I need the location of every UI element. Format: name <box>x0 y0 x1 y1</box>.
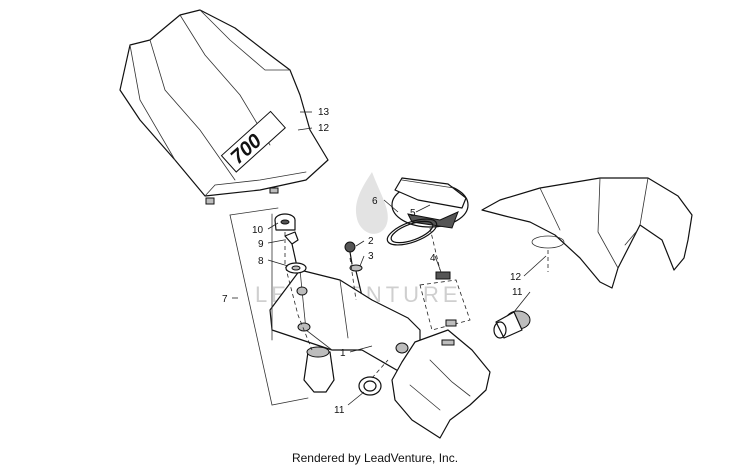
rendered-by-footer: Rendered by LeadVenture, Inc. <box>291 451 459 465</box>
switch-nut <box>493 310 531 339</box>
callout-6: 6 <box>372 196 378 207</box>
callout-4: 4 <box>430 253 436 264</box>
windshield <box>119 9 329 205</box>
callout-3: 3 <box>368 251 374 262</box>
callout-11-left: 11 <box>334 405 345 416</box>
nut <box>358 376 382 396</box>
ignition-switch <box>303 346 335 393</box>
ignition-cap <box>274 213 296 231</box>
callout-5: 5 <box>410 208 416 219</box>
washer <box>285 262 307 274</box>
bracket-line <box>229 207 279 216</box>
handlebar-cover <box>481 177 693 289</box>
callout-8: 8 <box>258 256 264 267</box>
callout-11-right: 11 <box>512 287 523 298</box>
lower-housing <box>391 329 491 439</box>
callout-10: 10 <box>252 225 264 236</box>
windshield-tab <box>205 197 215 205</box>
gasket <box>386 218 438 246</box>
ignition-key <box>284 231 299 263</box>
screw <box>344 241 356 265</box>
callout-9: 9 <box>258 239 264 250</box>
callout-13: 12 <box>318 123 330 134</box>
callout-2: 2 <box>368 236 374 247</box>
bracket-line <box>229 214 309 406</box>
wiring-connector <box>419 271 471 331</box>
screw <box>349 264 363 297</box>
callout-1: 1 <box>340 348 346 359</box>
watermark-flame-icon <box>355 172 388 234</box>
callout-14: 13 <box>318 107 330 118</box>
speedometer-gauge <box>391 177 469 229</box>
callout-7: 7 <box>222 294 228 305</box>
windshield-tab <box>269 187 279 194</box>
callout-12: 12 <box>510 272 522 283</box>
